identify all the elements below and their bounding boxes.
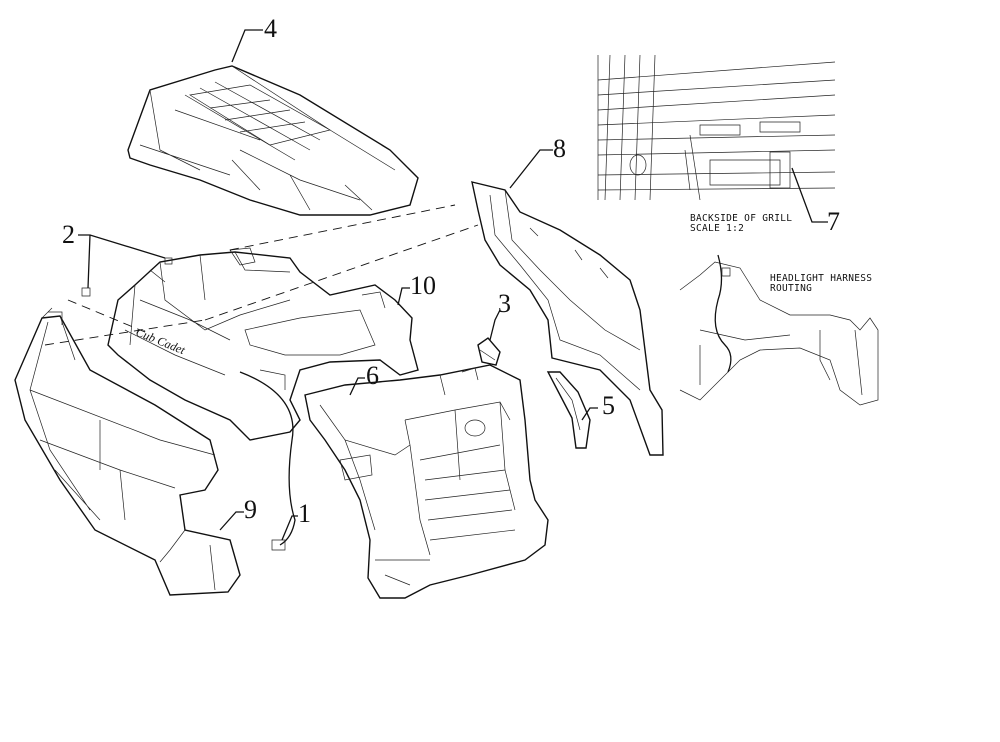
grill-detail-inset xyxy=(597,54,836,201)
harness-note-line2: ROUTING xyxy=(770,283,812,294)
grill-note-line2: SCALE 1:2 xyxy=(690,223,744,234)
leader-lines xyxy=(78,29,828,541)
callout-6: 6 xyxy=(366,361,379,390)
callout-9: 9 xyxy=(244,495,257,524)
callout-7: 7 xyxy=(827,207,840,236)
hood-top-part xyxy=(127,65,419,216)
grill-note-line1: BACKSIDE OF GRILL xyxy=(690,213,792,224)
callout-4: 4 xyxy=(264,14,277,43)
harness-routing-inset xyxy=(679,254,879,406)
left-side-panel-part xyxy=(14,307,241,596)
bracket-part xyxy=(477,337,501,366)
grille-housing-part xyxy=(304,364,549,599)
harness-note-line1: HEADLIGHT HARNESS xyxy=(770,273,872,284)
callout-10: 10 xyxy=(410,271,436,300)
fasteners-part xyxy=(81,257,173,297)
callout-1: 1 xyxy=(298,499,311,528)
callout-5: 5 xyxy=(602,391,615,420)
inset-notes: BACKSIDE OF GRILL SCALE 1:2 HEADLIGHT HA… xyxy=(690,213,872,294)
callout-labels: 1 2 3 4 5 6 7 8 9 10 xyxy=(62,14,840,528)
callout-3: 3 xyxy=(498,289,511,318)
alignment-lines xyxy=(44,204,479,346)
callout-8: 8 xyxy=(553,134,566,163)
harness-cable-part xyxy=(239,371,296,551)
right-side-panel-part xyxy=(471,181,664,456)
callout-2: 2 xyxy=(62,220,75,249)
dash-panel-part xyxy=(107,247,419,441)
trim-piece-part xyxy=(546,371,591,449)
